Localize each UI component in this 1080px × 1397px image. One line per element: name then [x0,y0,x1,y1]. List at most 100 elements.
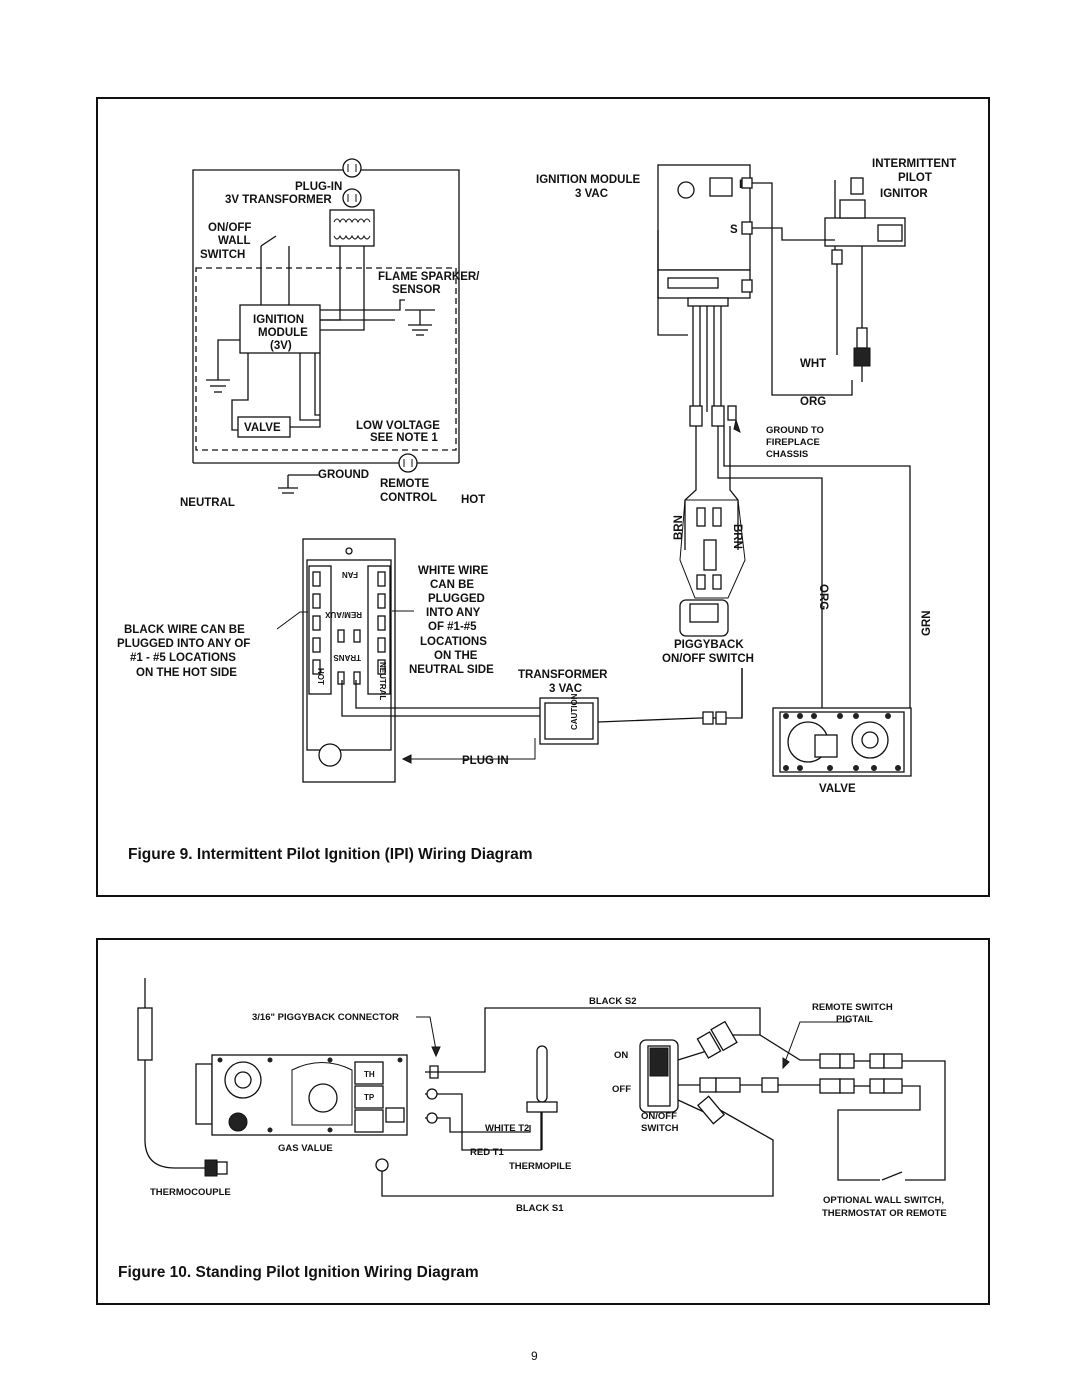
lbl-white-6: LOCATIONS [420,636,487,648]
low-voltage-enclosure [195,267,457,451]
lbl-gnd-2: FIREPLACE [766,437,820,448]
lbl-lowv-2: SEE NOTE 1 [370,432,438,444]
lbl-opt-2: THERMOSTAT OR REMOTE [822,1208,947,1219]
lbl-black-3: #1 - #5 LOCATIONS [130,652,236,664]
lbl-black-4: ON THE HOT SIDE [136,667,237,679]
lbl-remaux: REM/AUX [324,610,362,619]
lbl-mod-i: I [739,179,742,191]
pilot-ignitor [812,177,906,382]
lbl-grn-vert: GRN [921,610,933,636]
lbl-white-1: WHITE WIRE [418,565,489,577]
lbl-wht: WHT [800,358,826,370]
lbl-gnd-3: CHASSIS [766,449,808,460]
lbl-white-t2: WHITE T2 [485,1123,529,1134]
lbl-black-1: BLACK WIRE CAN BE [124,624,245,636]
lbl-hot-small: HOT [316,668,325,685]
lbl-black-s2: BLACK S2 [589,996,637,1007]
transformer-coil-icon [329,209,375,247]
page-number: 9 [531,1349,538,1363]
lbl-mod-s: S [730,224,738,236]
lbl-org-vert: ORG [817,584,829,610]
lbl-gnd-1: GROUND TO [766,425,824,436]
ignition-module [657,164,853,433]
transformer-3vac: CAUTION [539,668,743,745]
lbl-flame-1: FLAME SPARKER/ [378,271,480,283]
receptacle-top-icon [342,158,362,178]
lbl-trans-2: 3 VAC [549,683,582,695]
ignition-module-box [239,304,321,354]
lbl-onoff-1: ON/OFF [208,222,251,234]
lbl-remote-2: CONTROL [380,492,437,504]
gas-valve-standing: TH TP [195,1054,408,1136]
lbl-valve-small: VALVE [244,422,281,434]
lbl-onoff-3: SWITCH [200,249,245,261]
knockout-icon [318,743,342,767]
figure-9-caption: Figure 9. Intermittent Pilot Ignition (I… [128,846,533,863]
ipi-schematic: PLUG-IN 3V TRANSFORMER ON/OFF WALL SWITC… [180,158,485,509]
thermopile [526,1045,558,1150]
lbl-on: ON [614,1050,628,1061]
transformer-plug-icon [342,188,362,208]
lbl-onoff-2: SWITCH [641,1123,679,1134]
lbl-tp: TP [364,1093,375,1102]
lbl-neutral: NEUTRAL [180,497,235,509]
lbl-white-2: CAN BE [430,579,474,591]
lbl-neutral-small: NEUTRAL [378,662,387,700]
lbl-org-top: ORG [800,396,826,408]
lbl-brn-right: BRN [731,524,743,549]
lbl-onoff-1: ON/OFF [641,1111,677,1122]
lbl-fan: FAN [342,570,358,579]
lbl-ipi-3: IGNITOR [880,188,928,200]
lbl-plugin-2: 3V TRANSFORMER [225,194,332,206]
lbl-off: OFF [612,1084,631,1095]
lbl-brn-left: BRN [673,515,685,540]
lbl-valve-big: VALVE [819,783,856,795]
lbl-thermocouple: THERMOCOUPLE [150,1187,231,1198]
receptacle-box: FAN REM/AUX TRANS HOT NEUTRAL [276,538,540,783]
lbl-thermopile: THERMOPILE [509,1161,571,1172]
lbl-white-3: PLUGGED [428,593,485,605]
lbl-black-s1: BLACK S1 [516,1203,564,1214]
lbl-ignmod-2: 3 VAC [575,188,608,200]
lbl-gas-valve: GAS VALUE [278,1143,333,1154]
lbl-white-8: NEUTRAL SIDE [409,664,494,676]
lbl-ipi-1: INTERMITTENT [872,158,956,170]
lbl-ign-3: (3V) [270,340,292,352]
lbl-trans-1: TRANSFORMER [518,669,608,681]
lbl-opt-1: OPTIONAL WALL SWITCH, [823,1195,944,1206]
lbl-ipi-2: PILOT [898,172,932,184]
remote-control-receptacle-icon [398,453,418,473]
lbl-remote-sw-2: PIGTAIL [836,1014,873,1025]
lbl-plugin-1: PLUG-IN [295,181,342,193]
thermocouple [137,978,228,1177]
lbl-piggy-1: PIGGYBACK [674,639,744,651]
lbl-ground: GROUND [318,469,369,481]
lbl-plug-in: PLUG IN [462,755,509,767]
lbl-remote-1: REMOTE [380,478,430,490]
lbl-white-4: INTO ANY [426,607,481,619]
lbl-white-7: ON THE [434,650,478,662]
lbl-caution: CAUTION [570,693,579,730]
lbl-piggy-conn: 3/16" PIGGYBACK CONNECTOR [252,1012,399,1023]
lbl-flame-2: SENSOR [392,284,441,296]
lbl-ignmod-1: IGNITION MODULE [536,174,640,186]
lbl-hot: HOT [461,494,485,506]
lbl-th: TH [364,1070,375,1079]
lbl-remote-sw-1: REMOTE SWITCH [812,1002,893,1013]
lbl-lowv-1: LOW VOLTAGE [356,420,440,432]
onoff-rocker-switch [639,1020,762,1125]
gas-valve-ipi [772,707,912,777]
lbl-trans-small: TRANS [333,653,361,662]
lbl-ign-1: IGNITION [253,314,304,326]
lbl-ign-2: MODULE [258,327,308,339]
lbl-red-t1: RED T1 [470,1147,505,1158]
lbl-onoff-2: WALL [218,235,251,247]
lbl-black-2: PLUGGED INTO ANY OF [117,638,250,650]
figure-10-caption: Figure 10. Standing Pilot Ignition Wirin… [118,1264,479,1281]
lbl-piggy-2: ON/OFF SWITCH [662,653,754,665]
ipi-wiring [679,426,911,763]
remote-switch-pigtail [759,1021,946,1181]
lbl-white-5: OF #1-#5 [428,621,477,633]
